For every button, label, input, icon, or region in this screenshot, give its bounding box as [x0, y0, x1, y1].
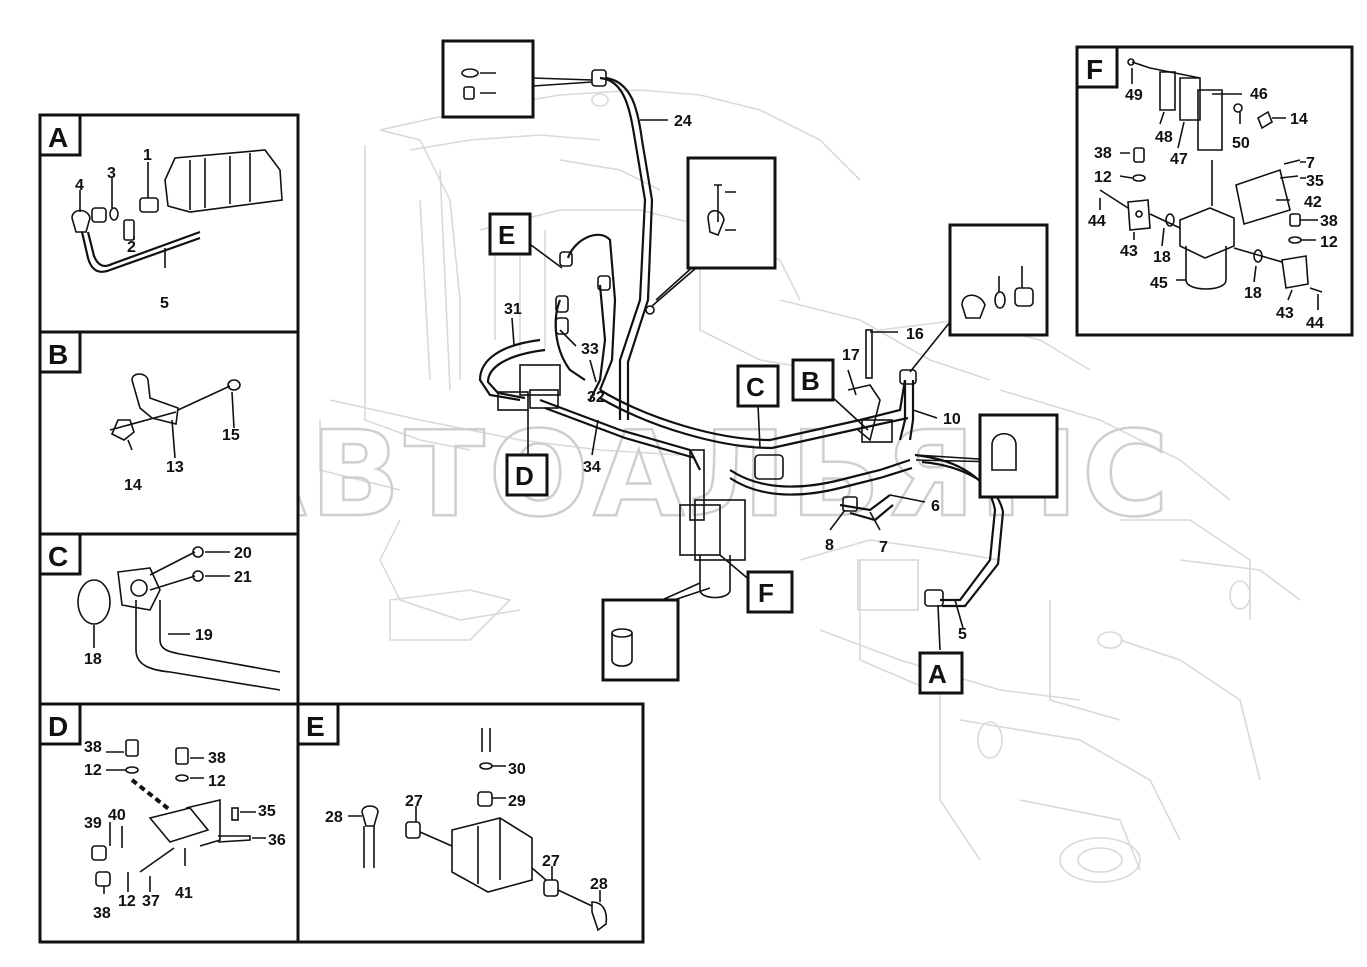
- callout-32: 32: [587, 389, 605, 406]
- hydraulic-hoses: [478, 76, 1005, 608]
- svg-text:C: C: [746, 372, 765, 402]
- panel-F-callout-38a: 38: [1094, 145, 1112, 162]
- callout-6: 6: [931, 498, 940, 515]
- svg-text:A: A: [928, 659, 947, 689]
- detail-panel-F: F 49 48 47 46 50 14 38 12: [1075, 45, 1354, 337]
- detail-panel-D: D 38 12 38 12 35 36 39 40 41 38 12 37: [38, 702, 300, 944]
- panel-F-title: F: [1086, 54, 1103, 85]
- panel-A-callout-2: 2: [127, 239, 136, 256]
- panel-D-callout-36: 36: [268, 832, 286, 849]
- panel-D-callout-38a: 38: [84, 739, 102, 756]
- callout-34: 34: [583, 459, 601, 476]
- panel-D-callout-40: 40: [108, 807, 126, 824]
- svg-text:F: F: [758, 578, 774, 608]
- panel-D-callout-39: 39: [84, 815, 102, 832]
- main-fittings: [497, 69, 944, 611]
- zone-label-D: D: [505, 453, 549, 497]
- callout-5: 5: [958, 626, 967, 643]
- panel-A-callout-3: 3: [107, 165, 116, 182]
- panel-F-callout-42: 42: [1304, 194, 1322, 211]
- panel-D-callout-12c: 12: [118, 893, 136, 910]
- zone-label-B: B: [791, 358, 835, 402]
- panel-F-callout-12b: 12: [1320, 234, 1338, 251]
- panel-F-callout-18a: 18: [1153, 249, 1171, 266]
- box-12-11: [948, 223, 1049, 337]
- machine-frame-outline: [319, 89, 1301, 883]
- svg-text:E: E: [498, 220, 515, 250]
- panel-A-callout-1: 1: [143, 147, 152, 164]
- panel-F-callout-50: 50: [1232, 135, 1250, 152]
- panel-F-callout-43b: 43: [1276, 305, 1294, 322]
- panel-C-callout-20: 20: [234, 545, 252, 562]
- panel-F-callout-7: 7: [1306, 155, 1315, 172]
- panel-F-callout-45: 45: [1150, 275, 1168, 292]
- panel-A-callout-4: 4: [75, 177, 84, 194]
- panel-E-callout-27b: 27: [542, 853, 560, 870]
- callout-33: 33: [581, 341, 599, 358]
- panel-F-callout-44a: 44: [1088, 213, 1106, 230]
- panel-E-callout-28a: 28: [325, 809, 343, 826]
- panel-E-callout-29: 29: [508, 793, 526, 810]
- detail-panel-C: C 20 21 19 18: [38, 532, 300, 706]
- panel-E-title: E: [306, 711, 325, 742]
- zone-label-C: C: [736, 364, 780, 408]
- zone-label-E: E: [488, 212, 532, 256]
- panel-F-callout-47: 47: [1170, 151, 1188, 168]
- panel-D-title: D: [48, 711, 68, 742]
- panel-B-title: B: [48, 339, 68, 370]
- panel-F-callout-18b: 18: [1244, 285, 1262, 302]
- panel-A-callout-5: 5: [160, 295, 169, 312]
- box-9: [978, 413, 1059, 499]
- svg-text:D: D: [515, 461, 534, 491]
- callout-8: 8: [825, 537, 834, 554]
- callout-10: 10: [943, 411, 961, 428]
- panel-B-callout-13: 13: [166, 459, 184, 476]
- panel-F-callout-48: 48: [1155, 129, 1173, 146]
- panel-D-callout-12b: 12: [208, 773, 226, 790]
- panel-E-callout-30: 30: [508, 761, 526, 778]
- panel-C-callout-21: 21: [234, 569, 252, 586]
- callout-24: 24: [674, 113, 692, 130]
- panel-F-callout-46: 46: [1250, 86, 1268, 103]
- detail-panel-B: B 15 13 14: [38, 330, 300, 536]
- panel-F-callout-38b: 38: [1320, 213, 1338, 230]
- panel-A-title: A: [48, 122, 68, 153]
- panel-F-callout-43a: 43: [1120, 243, 1138, 260]
- callout-17: 17: [842, 347, 860, 364]
- panel-C-callout-18: 18: [84, 651, 102, 668]
- detail-panel-A: A 1 2 3 4 5: [38, 113, 300, 334]
- panel-D-callout-12a: 12: [84, 762, 102, 779]
- panel-F-callout-35: 35: [1306, 173, 1324, 190]
- panel-B-callout-15: 15: [222, 427, 240, 444]
- panel-D-callout-35: 35: [258, 803, 276, 820]
- box-23-22: [686, 156, 777, 270]
- panel-D-callout-38b: 38: [208, 750, 226, 767]
- panel-F-callout-12a: 12: [1094, 169, 1112, 186]
- panel-D-callout-41: 41: [175, 885, 193, 902]
- panel-C-callout-19: 19: [195, 627, 213, 644]
- callout-31: 31: [504, 301, 522, 318]
- panel-D-callout-37: 37: [142, 893, 160, 910]
- panel-F-callout-49: 49: [1125, 87, 1143, 104]
- callout-7: 7: [879, 539, 888, 556]
- panel-C-title: C: [48, 541, 68, 572]
- panel-F-callout-44b: 44: [1306, 315, 1324, 332]
- panel-E-callout-27a: 27: [405, 793, 423, 810]
- callout-16: 16: [906, 326, 924, 343]
- panel-D-callout-38c: 38: [93, 905, 111, 922]
- panel-F-callout-14: 14: [1290, 111, 1308, 128]
- svg-text:B: B: [801, 366, 820, 396]
- panel-B-callout-14: 14: [124, 477, 142, 494]
- detail-panel-E: E 30 29 28 27 27 28: [296, 702, 645, 944]
- box-26-25: [441, 39, 535, 119]
- box-51: [601, 598, 680, 682]
- zone-label-A: A: [918, 651, 964, 695]
- panel-E-callout-28b: 28: [590, 876, 608, 893]
- zone-label-F: F: [746, 570, 794, 614]
